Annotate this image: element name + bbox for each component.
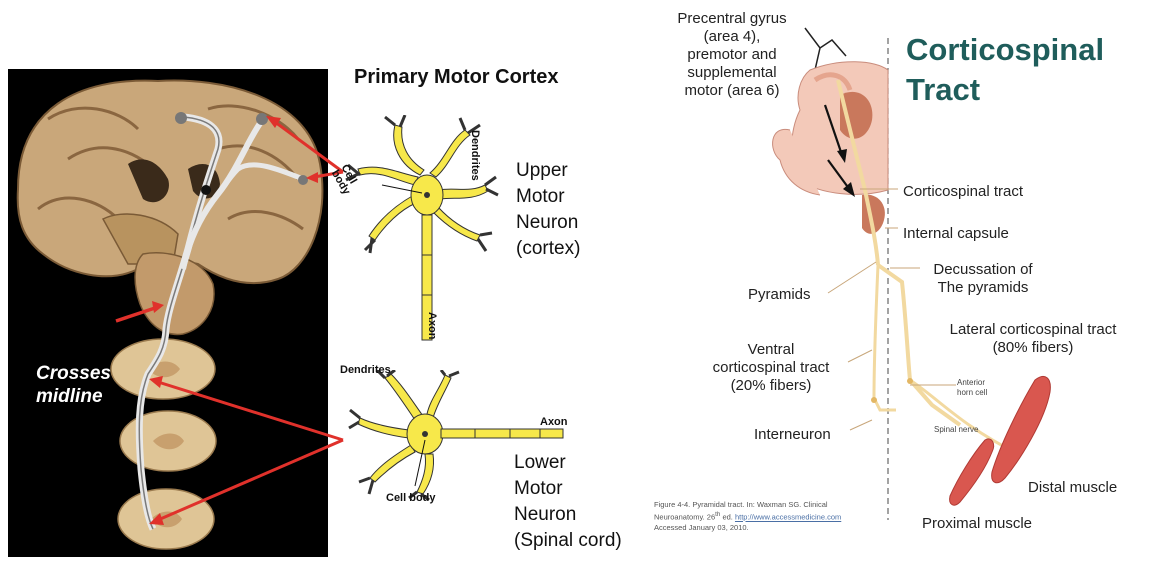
- lower-arrow-2: [158, 440, 343, 520]
- primary-motor-cortex-title: Primary Motor Cortex: [354, 66, 559, 89]
- ventral-tract: [874, 265, 896, 410]
- lower-axon: [441, 429, 563, 438]
- corticospinal-tract-title: Corticospinal Tract: [906, 30, 1104, 110]
- caption-link[interactable]: http://www.accessmedicine.com: [735, 513, 841, 522]
- spinal-nerve-label: Spinal nerve: [934, 425, 978, 434]
- upper-motor-neuron-label: Upper Motor Neuron (cortex): [516, 158, 580, 262]
- upper-axon-label: Axon: [426, 312, 438, 340]
- distal-muscle-shape: [992, 376, 1051, 482]
- lower-cell-body-label: Cell body: [386, 492, 436, 504]
- precentral-gyrus-label: Precentral gyrus (area 4), premotor and …: [662, 10, 802, 100]
- upper-dendrites-label: Dendrites: [469, 130, 481, 181]
- proximal-muscle-label: Proximal muscle: [922, 515, 1032, 533]
- corticospinal-tract-label: Corticospinal tract: [903, 183, 1023, 201]
- figure-caption: Figure 4-4. Pyramidal tract. In: Waxman …: [654, 500, 914, 533]
- ventral-tract-label: Ventral corticospinal tract (20% fibers): [696, 341, 846, 395]
- internal-capsule-label: Internal capsule: [903, 225, 1009, 243]
- proximal-muscle-shape: [950, 439, 994, 505]
- lower-axon-label: Axon: [540, 416, 568, 428]
- decussation-label: Decussation of The pyramids: [918, 261, 1048, 297]
- lower-arrow-1: [158, 382, 343, 440]
- distal-muscle-label: Distal muscle: [1028, 479, 1117, 497]
- lower-motor-neuron-label: Lower Motor Neuron (Spinal cord): [514, 450, 622, 554]
- interneuron-label: Interneuron: [754, 426, 831, 444]
- lateral-tract-label: Lateral corticospinal tract (80% fibers): [928, 321, 1138, 357]
- lower-dendrites-label: Dendrites: [340, 364, 391, 376]
- anterior-horn-label: Anterior horn cell: [957, 378, 987, 398]
- pyramids-label: Pyramids: [748, 286, 811, 304]
